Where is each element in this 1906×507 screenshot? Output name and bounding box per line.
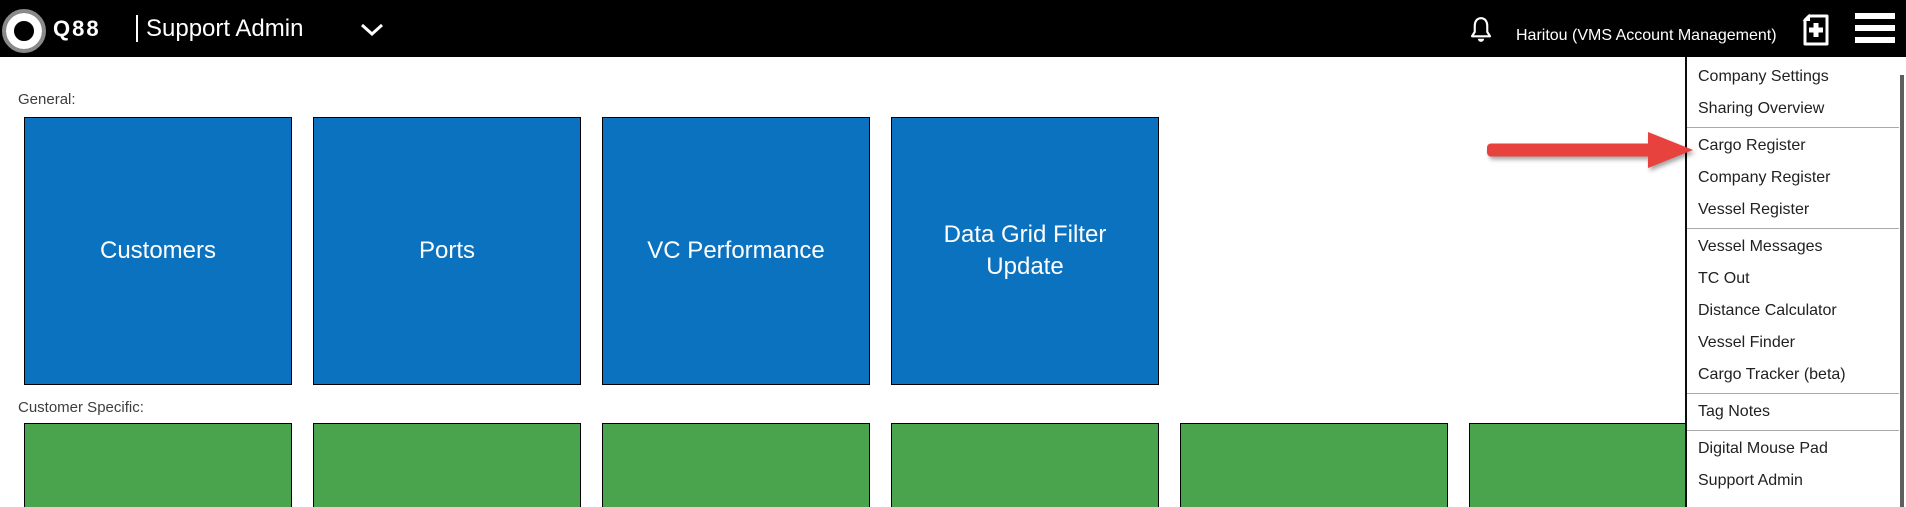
menu-divider (1687, 430, 1899, 431)
tile-vc-performance[interactable]: VC Performance (602, 117, 870, 385)
section-label-customer-specific: Customer Specific: (18, 399, 144, 416)
menu-divider (1687, 127, 1899, 128)
menu-item-distance-calculator[interactable]: Distance Calculator (1698, 302, 1837, 319)
tile-data-grid-filter-update[interactable]: Data Grid Filter Update (891, 117, 1159, 385)
menu-item-support-admin[interactable]: Support Admin (1698, 472, 1803, 489)
tile-label: VC Performance (647, 237, 825, 264)
menu-item-vessel-messages[interactable]: Vessel Messages (1698, 238, 1823, 255)
menu-divider (1687, 393, 1899, 394)
logo-divider (136, 15, 138, 42)
new-document-icon[interactable] (1796, 10, 1836, 50)
hamburger-menu-icon[interactable] (1855, 13, 1895, 44)
menu-item-cargo-tracker-beta[interactable]: Cargo Tracker (beta) (1698, 366, 1846, 383)
red-arrow-annotation (1487, 132, 1693, 168)
menu-item-tc-out[interactable]: TC Out (1698, 270, 1750, 287)
tile-label: Ports (418, 237, 475, 264)
menu-item-vessel-register[interactable]: Vessel Register (1698, 201, 1810, 218)
customer-tile-5[interactable] (1180, 423, 1448, 507)
scrollbar-track (1899, 57, 1906, 507)
logo-wordmark: Q88 (53, 16, 101, 41)
page-title: Support Admin (146, 15, 304, 42)
customer-tile-2[interactable] (313, 423, 581, 507)
menu-item-tag-notes[interactable]: Tag Notes (1698, 403, 1771, 420)
menu-item-cargo-register[interactable]: Cargo Register (1698, 137, 1806, 154)
customer-tile-3[interactable] (602, 423, 870, 507)
customer-tile-1[interactable] (24, 423, 292, 507)
overflow-dropdown-menu: Company Settings Sharing Overview Cargo … (1685, 57, 1899, 507)
customer-tile-4[interactable] (891, 423, 1159, 507)
tile-label: Customers (99, 237, 217, 264)
tile-customers[interactable]: Customers (24, 117, 292, 385)
q88-logo-icon[interactable] (1, 7, 49, 53)
section-label-general: General: (18, 91, 76, 108)
menu-item-vessel-finder[interactable]: Vessel Finder (1698, 334, 1795, 351)
top-bar: Q88 Support Admin Haritou (VMS Account M… (0, 0, 1906, 57)
menu-divider (1687, 228, 1899, 229)
tile-label: Data Grid Filter Update (943, 221, 1107, 280)
menu-item-sharing-overview[interactable]: Sharing Overview (1698, 100, 1825, 117)
menu-item-digital-mouse-pad[interactable]: Digital Mouse Pad (1698, 440, 1828, 457)
tile-ports[interactable]: Ports (313, 117, 581, 385)
menu-item-company-register[interactable]: Company Register (1698, 169, 1831, 186)
chevron-down-icon[interactable] (360, 23, 384, 36)
notifications-bell-icon[interactable] (1466, 15, 1496, 45)
scrollbar-thumb[interactable] (1900, 75, 1904, 507)
user-account-label[interactable]: Haritou (VMS Account Management) (1516, 27, 1777, 44)
menu-item-company-settings[interactable]: Company Settings (1698, 68, 1829, 85)
